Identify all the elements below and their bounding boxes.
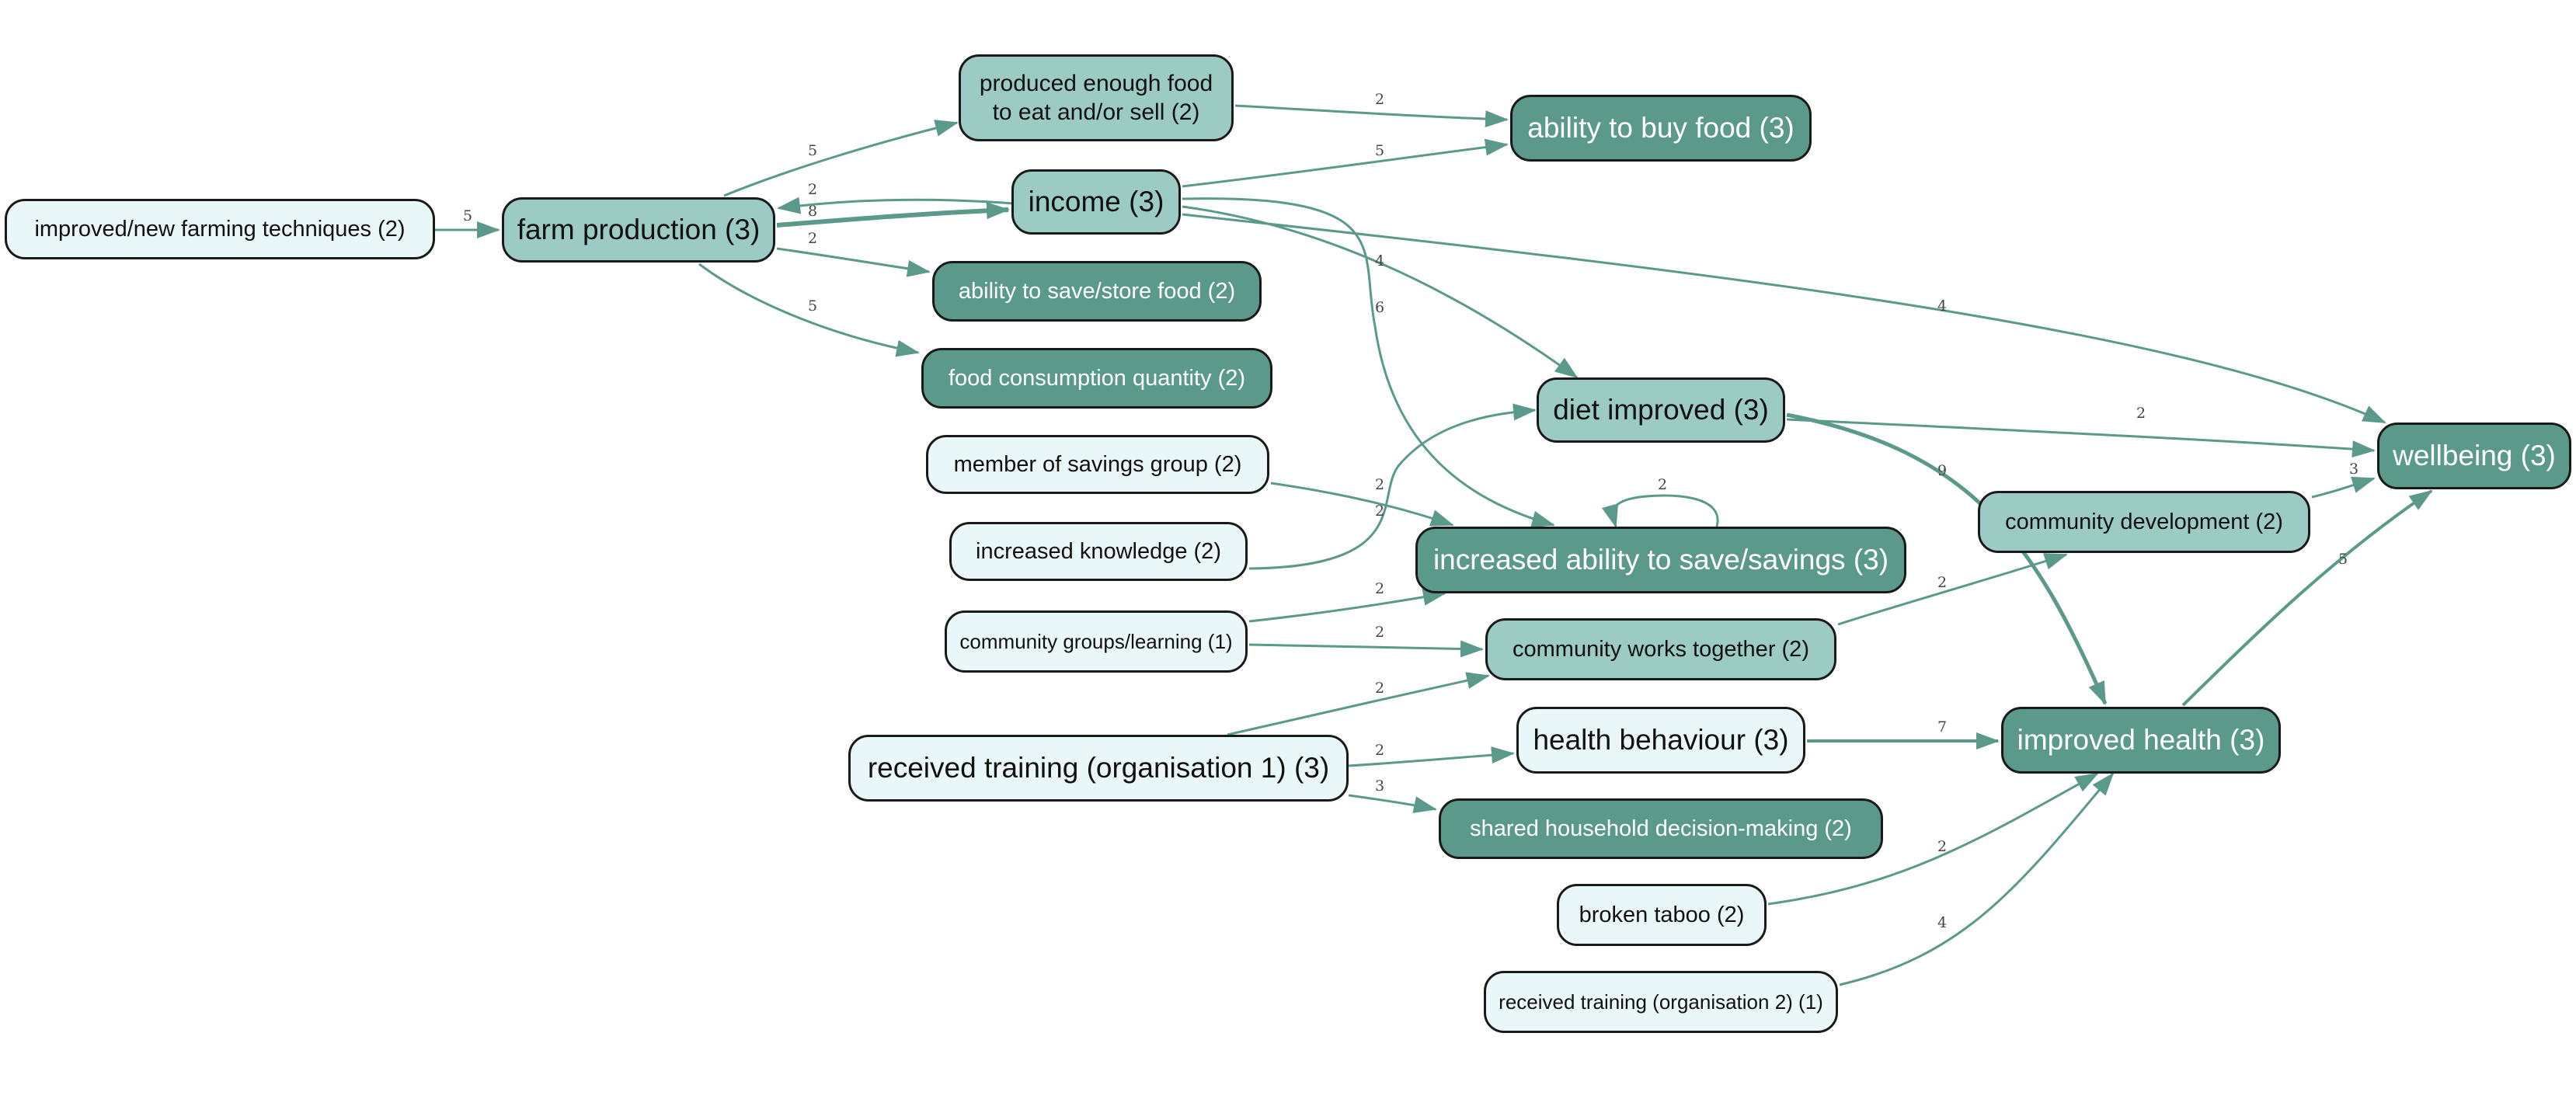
node-save-store[interactable]: ability to save/store food (2) (932, 261, 1262, 322)
edge-weight-label: 5 (463, 207, 472, 224)
edge-income-to-savings (1182, 197, 1555, 528)
node-label: farm production (3) (517, 213, 761, 245)
edge-farm_production-to-income (776, 202, 1010, 228)
node-training2[interactable]: received training (organisation 2) (1) (1484, 971, 1838, 1033)
edge-training2-to-improved_health (1839, 772, 2115, 986)
edge-community_dev-to-wellbeing (2311, 476, 2376, 499)
node-label: food consumption quantity (2) (948, 365, 1246, 391)
node-label: increased knowledge (2) (976, 538, 1221, 564)
edge-training1-to-health_behaviour (1348, 746, 1515, 767)
node-knowledge[interactable]: increased knowledge (2) (949, 522, 1248, 581)
edge-weight-label: 4 (1375, 252, 1384, 270)
edge-weight-label: 3 (2349, 461, 2358, 478)
edge-weight-label: 5 (808, 142, 817, 159)
node-label: income (3) (1028, 185, 1164, 217)
edge-weight-label: 2 (2136, 405, 2146, 422)
edge-weight-label: 2 (1937, 574, 1947, 591)
edge-weight-label: 2 (1375, 476, 1384, 493)
node-improved-farming[interactable]: improved/new farming techniques (2) (5, 199, 435, 259)
edge-weight-label: 2 (808, 230, 817, 247)
node-diet[interactable]: diet improved (3) (1537, 377, 1785, 443)
node-savings[interactable]: increased ability to save/savings (3) (1415, 527, 1906, 593)
edge-community_groups-to-works_together (1248, 640, 1484, 658)
edge-weight-label: 5 (1375, 142, 1384, 159)
edge-farm_production-to-save_store (776, 247, 931, 277)
node-label: wellbeing (3) (2393, 439, 2556, 471)
edge-works_together-to-community_dev (1837, 553, 2068, 626)
node-label: community development (2) (2005, 509, 2283, 534)
node-improved-health[interactable]: improved health (3) (2001, 707, 2281, 774)
node-shared-decision[interactable]: shared household decision-making (2) (1439, 798, 1883, 859)
edge-income-to-wellbeing (1182, 213, 2386, 424)
edge-weight-label: 4 (1937, 297, 1947, 315)
edge-weight-label: 8 (808, 203, 817, 220)
edge-weight-label: 5 (808, 297, 817, 315)
edge-improved_health-to-wellbeing (2181, 489, 2433, 707)
node-label: ability to save/store food (2) (958, 278, 1236, 304)
node-label: produced enough food to eat and/or sell … (979, 70, 1213, 126)
node-community-groups[interactable]: community groups/learning (1) (945, 610, 1248, 673)
node-income[interactable]: income (3) (1011, 169, 1181, 235)
edge-layer: 5 5 8 2 2 5 2 5 4 6 4 2 9 2 2 2 2 2 2 2 3 2 3 7 5 2 4 (435, 91, 2433, 986)
node-label: diet improved (3) (1553, 393, 1769, 426)
node-label: community works together (2) (1513, 636, 1809, 662)
edge-produced_enough-to-ability_buy (1234, 104, 1509, 128)
edge-knowledge-to-diet (1248, 403, 1537, 570)
node-savings-group[interactable]: member of savings group (2) (926, 435, 1269, 494)
node-label: broken taboo (2) (1579, 902, 1745, 927)
edge-farm_production-to-consumption (698, 263, 920, 357)
edge-savings-to-savings (1601, 494, 1719, 528)
edge-income-to-farm_production (777, 197, 1014, 214)
edge-weight-label: 2 (808, 181, 817, 198)
node-label: ability to buy food (3) (1527, 111, 1794, 144)
edge-weight-label: 2 (1658, 476, 1667, 493)
edge-weight-label: 2 (1937, 838, 1947, 855)
edge-weight-label: 7 (1937, 718, 1947, 736)
edge-weight-label: 2 (1375, 624, 1384, 641)
edge-weight-label: 2 (1375, 91, 1384, 108)
node-label: shared household decision-making (2) (1470, 816, 1852, 841)
node-training1[interactable]: received training (organisation 1) (3) (848, 735, 1349, 802)
node-label: improved health (3) (2017, 723, 2265, 756)
edge-weight-label: 2 (1375, 680, 1384, 697)
node-label: health behaviour (3) (1533, 723, 1789, 756)
node-taboo[interactable]: broken taboo (2) (1557, 884, 1767, 946)
edge-farm_production-to-produced_enough (723, 120, 959, 197)
node-community-dev[interactable]: community development (2) (1978, 491, 2310, 553)
edge-diet-to-wellbeing (1786, 418, 2376, 458)
node-label: community groups/learning (1) (959, 629, 1233, 653)
edge-weight-label: 9 (1937, 462, 1947, 479)
edge-community_groups-to-savings (1248, 588, 1446, 623)
node-ability-buy[interactable]: ability to buy food (3) (1510, 95, 1812, 162)
node-consumption[interactable]: food consumption quantity (2) (921, 348, 1272, 409)
edge-weight-label: 3 (1375, 777, 1384, 795)
edge-weight-label: 5 (2338, 551, 2348, 568)
edge-weight-label: 4 (1937, 914, 1947, 931)
node-farm-production[interactable]: farm production (3) (502, 197, 775, 263)
edge-training1-to-works_together (1227, 672, 1490, 736)
node-label: received training (organisation 2) (1) (1499, 989, 1823, 1014)
node-label: improved/new farming techniques (2) (34, 216, 406, 242)
node-works-together[interactable]: community works together (2) (1485, 618, 1836, 680)
node-produced-enough[interactable]: produced enough food to eat and/or sell … (959, 54, 1234, 141)
node-label: received training (organisation 1) (3) (867, 751, 1330, 784)
node-label: member of savings group (2) (953, 451, 1242, 477)
edge-training1-to-shared_decision (1348, 794, 1437, 813)
edge-weight-label: 2 (1375, 742, 1384, 759)
node-wellbeing[interactable]: wellbeing (3) (2377, 423, 2571, 489)
edge-weight-label: 2 (1375, 503, 1384, 520)
edge-income-to-diet (1182, 205, 1579, 379)
edge-savings_group-to-savings (1270, 482, 1454, 527)
edge-taboo-to-improved_health (1767, 772, 2099, 906)
node-label: increased ability to save/savings (3) (1432, 543, 1889, 576)
edge-weight-label: 2 (1375, 580, 1384, 597)
edge-weight-label: 6 (1375, 299, 1384, 316)
node-health-behaviour[interactable]: health behaviour (3) (1516, 707, 1805, 774)
edge-income-to-ability_buy (1182, 138, 1509, 188)
